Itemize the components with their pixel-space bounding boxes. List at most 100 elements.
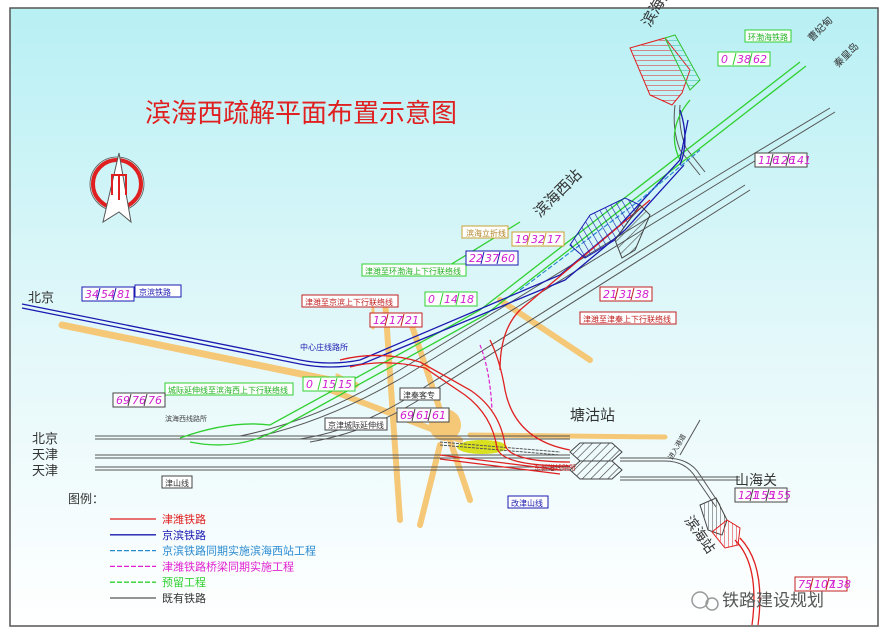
- mileage-value: 0: [721, 53, 728, 66]
- mileage-value: 17: [389, 314, 403, 327]
- diagram-title: 滨海西疏解平面布置示意图: [145, 99, 457, 129]
- label-jinwei-huanbohai: 津潍至环渤海上下行联络线: [365, 266, 461, 276]
- mileage-value: 22: [469, 252, 483, 265]
- tanggu-station-shape-1: [569, 442, 623, 462]
- mileage-value: 34: [85, 288, 99, 301]
- place-tianjin-2: 天津: [32, 464, 58, 479]
- mileage-value: 69: [116, 394, 130, 407]
- legend-label: 既有铁路: [162, 591, 206, 605]
- mileage-value: 76: [132, 394, 146, 407]
- mileage-value: 61: [416, 409, 430, 422]
- mileage-value: 31: [619, 288, 633, 301]
- label-jinwei-jinqin: 津潍至津秦上下行联络线: [583, 314, 671, 324]
- legend-item: 津潍铁路桥梁同期实施工程: [110, 559, 294, 573]
- label-intercity-link: 城际延伸线至滨海西上下行联络线: [168, 385, 288, 395]
- label-jingbin: 京滨铁路: [139, 287, 171, 297]
- mileage-value: 38: [737, 53, 751, 66]
- jinwei-rail: [339, 199, 761, 626]
- depot-area: [457, 440, 507, 454]
- legend-label: 津潍铁路桥梁同期实施工程: [162, 559, 294, 573]
- label-jinwei-jingbin: 津潍至京滨上下行联络线: [305, 297, 393, 307]
- mileage-value: 69: [400, 409, 414, 422]
- legend-item: 预留工程: [110, 576, 206, 589]
- place-shanhaiguan: 山海关: [735, 473, 777, 489]
- mileage-value: 138: [830, 578, 851, 591]
- mileage-value: 81: [117, 288, 131, 301]
- label-jingjin-ext: 京津城际延伸线: [328, 420, 384, 430]
- mileage-value: 61: [432, 409, 446, 422]
- tanggu-station-shape-2: [569, 460, 623, 480]
- legend-label: 预留工程: [162, 576, 206, 589]
- legend-label: 京滨铁路: [162, 528, 206, 542]
- legend-item: 既有铁路: [110, 591, 206, 605]
- mileage-value: 116: [758, 154, 779, 167]
- mileage-value: 15: [338, 378, 352, 391]
- jingbin-sync-rail: [519, 149, 701, 291]
- mileage-value: 60: [501, 252, 515, 265]
- label-jinqin: 津秦客专: [403, 390, 435, 400]
- mileage-value: 37: [485, 252, 499, 265]
- mileage-value: 21: [405, 314, 419, 327]
- legend-item: 京滨铁路: [110, 528, 206, 542]
- place-beijing-top: 北京: [28, 291, 54, 306]
- line-labels: 京滨铁路 中心庄线路所 津潍至京滨上下行联络线 津潍至环渤海上下行联络线 滨海立…: [134, 29, 792, 509]
- mileage-value: 0: [306, 378, 313, 391]
- railway-logo: [89, 152, 145, 224]
- legend-label: 京滨铁路同期实施滨海西站工程: [162, 544, 316, 558]
- depot-shape-green: [664, 34, 701, 91]
- mileage-value: 15: [322, 378, 336, 391]
- mileage-value: 12: [373, 314, 387, 327]
- mileage-value: 19: [515, 233, 529, 246]
- legend: 津潍铁路京滨铁路京滨铁路同期实施滨海西站工程津潍铁路桥梁同期实施工程预留工程既有…: [110, 513, 316, 605]
- label-zhongxinzhuang: 中心庄线路所: [300, 342, 348, 352]
- legend-item: 津潍铁路: [110, 513, 206, 526]
- mileage-value: 155: [770, 489, 791, 502]
- label-gai-jinshan: 改津山线: [511, 498, 543, 508]
- mileage-value: 76: [148, 394, 162, 407]
- place-beijing: 北京: [32, 432, 58, 447]
- label-binhai-west-post: 滨海西线路所: [165, 414, 207, 423]
- mileage-value: 75: [798, 578, 812, 591]
- mileage-value: 107: [814, 578, 835, 591]
- mileage-value: 62: [753, 53, 767, 66]
- mileage-value: 121: [738, 489, 759, 502]
- binhai-west-station-shape-2: [614, 204, 651, 259]
- mileage-value: 14: [444, 293, 458, 306]
- label-jinshan: 津山线: [165, 478, 189, 488]
- mileage-value: 38: [635, 288, 649, 301]
- station-tanggu: 塘沽站: [570, 406, 615, 424]
- label-binhai-lizhe: 滨海立折线: [466, 228, 506, 238]
- mileage-value: 32: [531, 233, 545, 246]
- binhai-station-shape-red: [711, 519, 741, 549]
- mileage-value: 141: [790, 154, 811, 167]
- legend-item: 京滨铁路同期实施滨海西站工程: [110, 544, 316, 558]
- mileage-value: 18: [460, 293, 474, 306]
- label-huanbohai: 环渤海铁路: [748, 32, 788, 42]
- mileage-value: 0: [428, 293, 435, 306]
- mileage-value: 126: [774, 154, 795, 167]
- mileage-value: 54: [101, 288, 115, 301]
- mileage-value: 155: [754, 489, 775, 502]
- watermark-text: 铁路建设规划: [722, 591, 824, 611]
- mileage-value: 21: [603, 288, 617, 301]
- legend-title: 图例：: [68, 492, 104, 506]
- reserved-rail: [179, 61, 807, 446]
- place-tianjin-1: 天津: [32, 448, 58, 463]
- mileage-value: 17: [547, 233, 561, 246]
- label-dongxin-post: 东新港线路所: [534, 463, 576, 472]
